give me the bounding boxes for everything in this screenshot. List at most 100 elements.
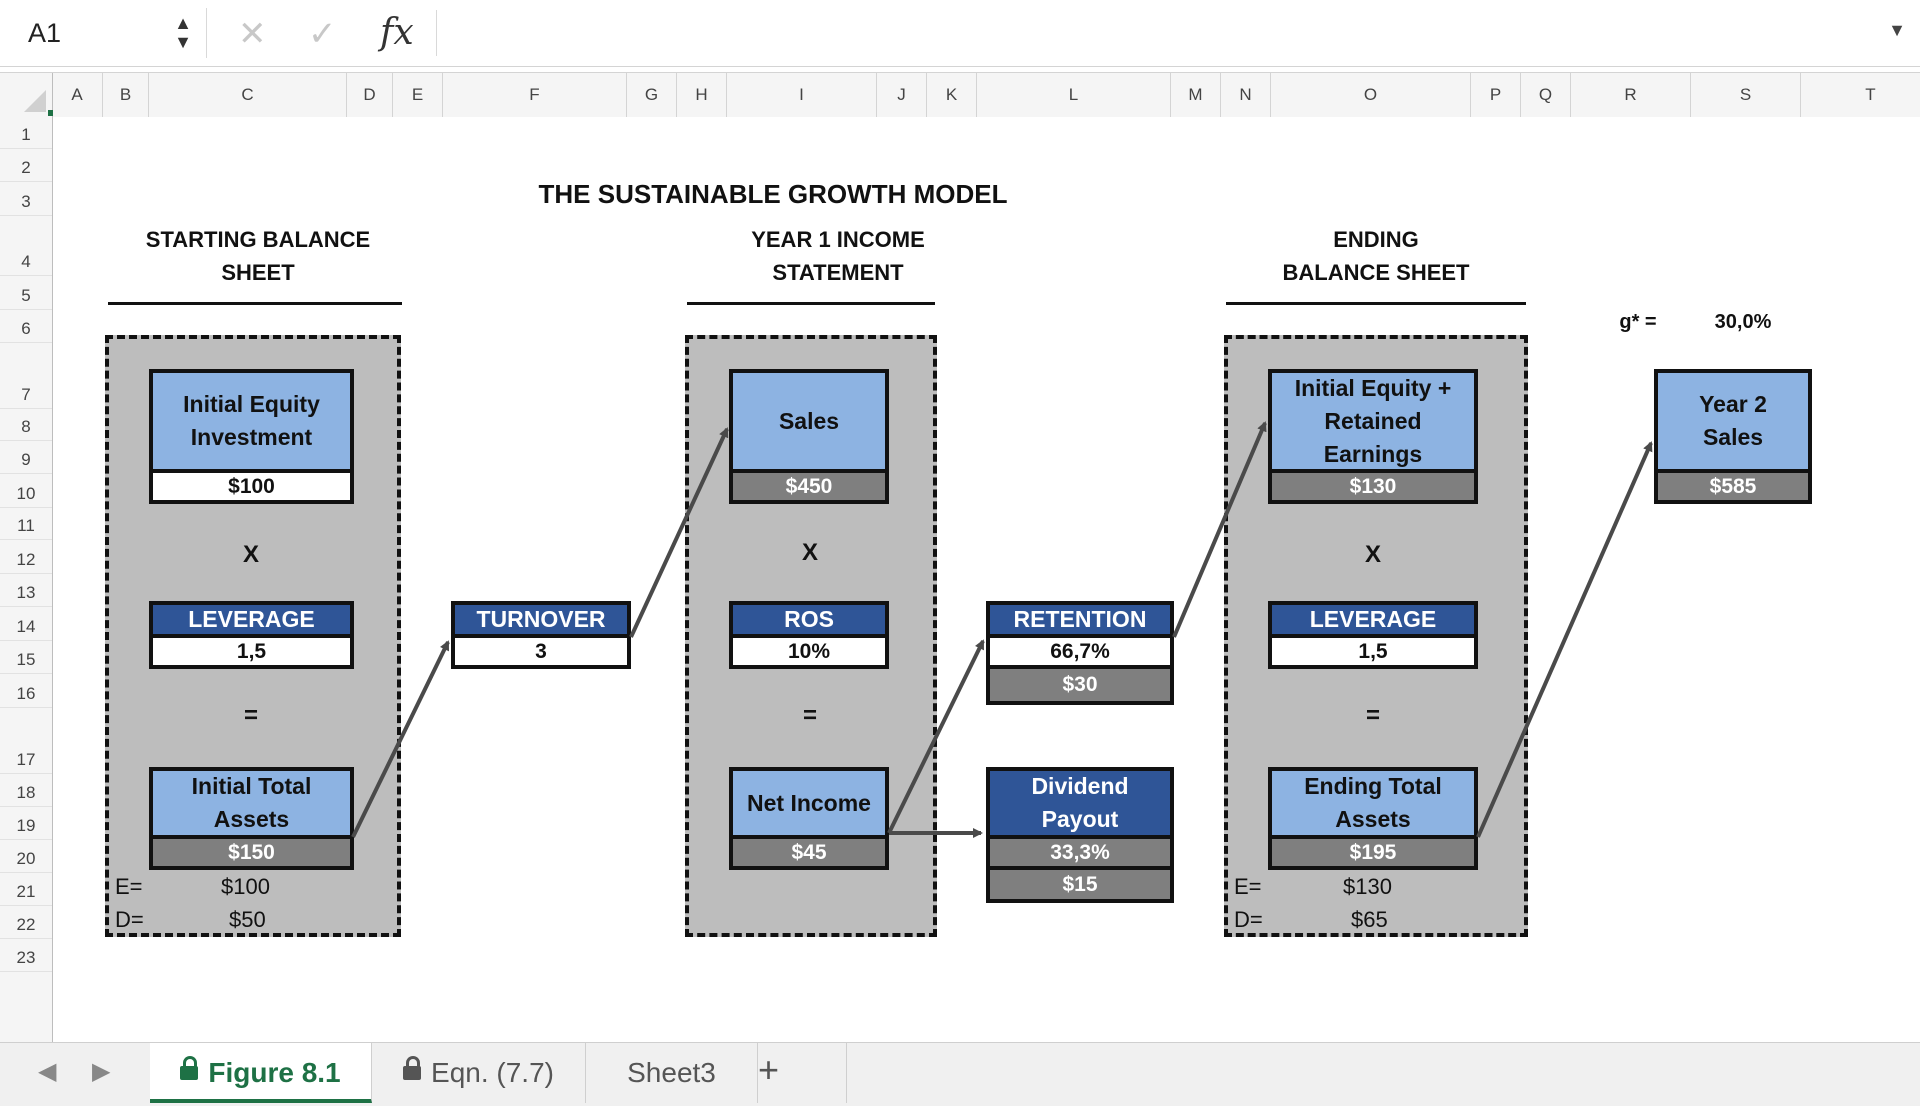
column-header-b[interactable]: B [103, 73, 149, 117]
column-header-i[interactable]: I [727, 73, 877, 117]
sheet-grid[interactable]: THE SUSTAINABLE GROWTH MODEL STARTING BA… [53, 117, 1920, 1042]
column-header-n[interactable]: N [1221, 73, 1271, 117]
name-box-stepper[interactable]: ▲ ▼ [174, 14, 192, 52]
year2-sales-value: $585 [1654, 469, 1812, 504]
column-header-c[interactable]: C [149, 73, 347, 117]
row-header-8[interactable]: 8 [0, 409, 52, 441]
arrow-netincome-to-retention [887, 639, 985, 834]
row-header-1[interactable]: 1 [0, 116, 52, 149]
cancel-icon[interactable]: ✕ [238, 15, 267, 53]
row-header-3[interactable]: 3 [0, 182, 52, 216]
row-header-22[interactable]: 22 [0, 906, 52, 939]
income-header-underline [687, 302, 935, 305]
dividend-pct: 33,3% [986, 835, 1174, 870]
next-sheet-icon[interactable]: ▶ [92, 1058, 111, 1085]
flow-arrows [351, 421, 1653, 838]
prev-sheet-icon[interactable]: ◀ [38, 1058, 57, 1085]
column-header-l[interactable]: L [977, 73, 1171, 117]
column-header-j[interactable]: J [877, 73, 927, 117]
ending-e-label: E= [1234, 874, 1262, 899]
row-header-5[interactable]: 5 [0, 276, 52, 310]
ending-header-1: ENDING [1333, 227, 1419, 252]
tab-sheet3[interactable]: Sheet3 [586, 1043, 758, 1103]
row-header-2[interactable]: 2 [0, 149, 52, 182]
column-header-o[interactable]: O [1271, 73, 1471, 117]
row-header-9[interactable]: 9 [0, 441, 52, 474]
row-header-16[interactable]: 16 [0, 674, 52, 708]
insert-function-icon[interactable]: fx [380, 12, 414, 53]
row-header-11[interactable]: 11 [0, 508, 52, 540]
row-header-4[interactable]: 4 [0, 216, 52, 276]
start-leverage-value: 1,5 [149, 634, 354, 669]
expand-formula-icon[interactable]: ▼ [1888, 20, 1906, 40]
row-header-13[interactable]: 13 [0, 574, 52, 607]
growth-value: 30,0% [1714, 311, 1772, 333]
name-box[interactable]: A1 ▲ ▼ [6, 8, 207, 58]
row-header-10[interactable]: 10 [0, 474, 52, 508]
retention-label: RETENTION [986, 601, 1174, 638]
ros-value: 10% [729, 634, 889, 669]
ending-d-value: $65 [1351, 907, 1388, 932]
ending-equity-label-1: Initial Equity + [1294, 374, 1452, 401]
dividend-value: $15 [986, 866, 1174, 903]
column-header-k[interactable]: K [927, 73, 977, 117]
column-header-t[interactable]: T [1801, 73, 1920, 117]
start-header-1: STARTING BALANCE [145, 227, 371, 252]
enter-icon[interactable]: ✓ [308, 15, 337, 53]
ending-assets-value: $195 [1268, 835, 1478, 870]
stepper-up-icon[interactable]: ▲ [174, 13, 192, 33]
tab-label: Figure 8.1 [208, 1057, 341, 1088]
row-header-6[interactable]: 6 [0, 310, 52, 343]
ending-leverage-value: 1,5 [1268, 634, 1478, 669]
ending-header-underline [1226, 302, 1526, 305]
add-sheet-icon[interactable]: + [758, 1049, 780, 1090]
sales-label: Sales [778, 407, 840, 434]
initial-assets-label-1: Initial Total [191, 773, 312, 799]
start-equals-sign: = [243, 702, 258, 729]
initial-assets-label-2: Assets [213, 806, 290, 832]
column-header-a[interactable]: A [52, 73, 103, 117]
ending-assets-label-1: Ending Total [1304, 773, 1442, 799]
row-header-20[interactable]: 20 [0, 840, 52, 873]
income-times-sign: X [801, 539, 818, 566]
tab-figure-8-1[interactable]: Figure 8.1 [150, 1043, 372, 1103]
income-header-1: YEAR 1 INCOME [751, 227, 925, 252]
tab-label: Eqn. (7.7) [431, 1057, 554, 1088]
ending-equals-sign: = [1365, 702, 1380, 729]
column-header-p[interactable]: P [1471, 73, 1521, 117]
column-header-f[interactable]: F [443, 73, 627, 117]
row-header-23[interactable]: 23 [0, 939, 52, 972]
ending-assets-label-2: Assets [1335, 806, 1411, 832]
row-header-7[interactable]: 7 [0, 343, 52, 409]
column-header-d[interactable]: D [347, 73, 393, 117]
column-header-s[interactable]: S [1691, 73, 1801, 117]
column-header-q[interactable]: Q [1521, 73, 1571, 117]
column-header-m[interactable]: M [1171, 73, 1221, 117]
column-header-e[interactable]: E [393, 73, 443, 117]
income-equals-sign: = [802, 702, 817, 729]
name-box-value: A1 [28, 18, 62, 48]
row-header-18[interactable]: 18 [0, 774, 52, 807]
tab-eqn-7-7[interactable]: Eqn. (7.7) [372, 1043, 586, 1103]
stepper-down-icon[interactable]: ▼ [174, 32, 192, 52]
turnover-value: 3 [451, 634, 631, 669]
start-d-value: $50 [229, 907, 266, 932]
row-header-17[interactable]: 17 [0, 708, 52, 774]
column-header-g[interactable]: G [627, 73, 677, 117]
retention-value: $30 [986, 665, 1174, 705]
row-header-21[interactable]: 21 [0, 873, 52, 906]
select-all-corner[interactable] [0, 73, 53, 117]
row-header-19[interactable]: 19 [0, 807, 52, 840]
row-header-15[interactable]: 15 [0, 641, 52, 674]
row-header-14[interactable]: 14 [0, 607, 52, 641]
column-header-r[interactable]: R [1571, 73, 1691, 117]
arrow-ending-assets-to-year2 [1476, 441, 1653, 838]
column-header-h[interactable]: H [677, 73, 727, 117]
formula-input[interactable] [436, 10, 1877, 56]
row-header-12[interactable]: 12 [0, 540, 52, 574]
ending-equity-label-3: Earnings [1323, 440, 1423, 467]
